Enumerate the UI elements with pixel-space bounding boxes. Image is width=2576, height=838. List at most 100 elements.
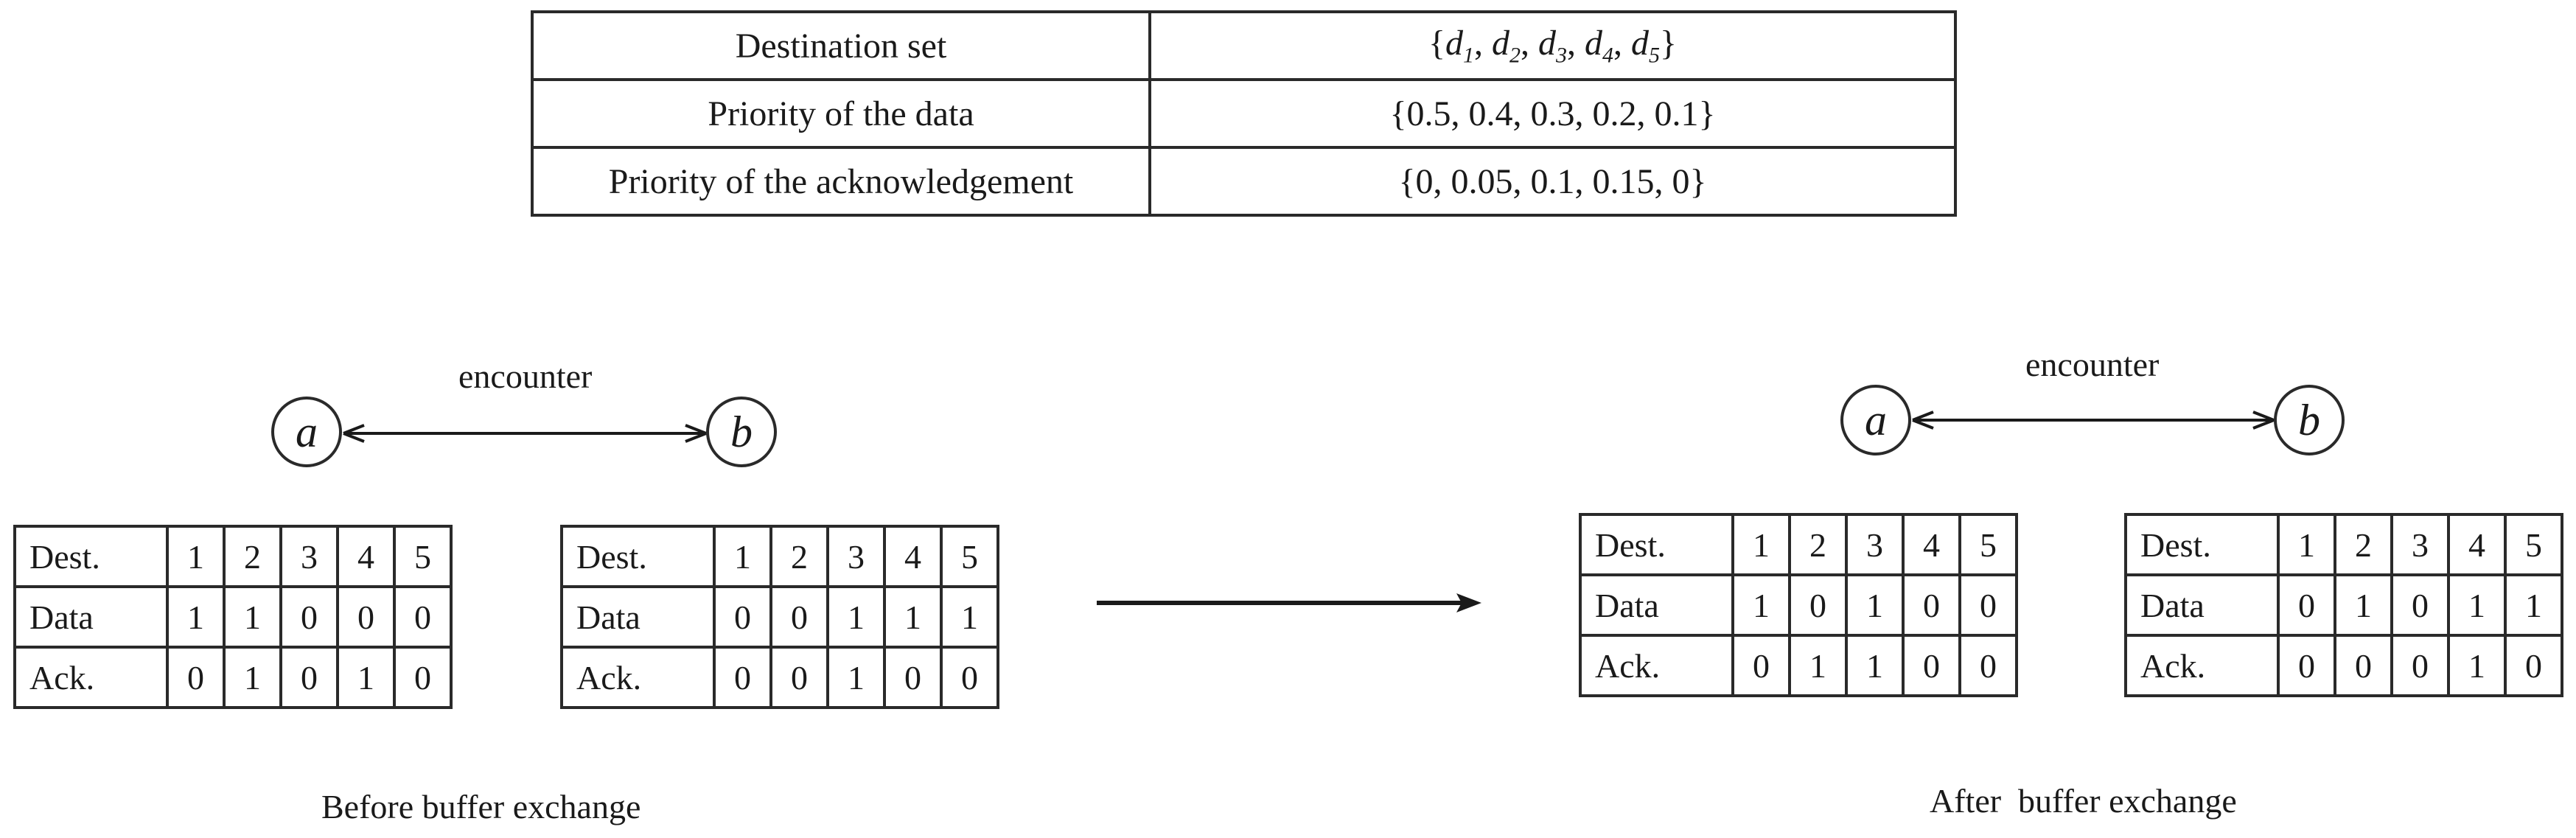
buffer-cell: 1 <box>1845 634 1905 697</box>
table-row: Priority of the data {0.5, 0.4, 0.3, 0.2… <box>531 78 1957 149</box>
buffer-cell: 0 <box>713 585 772 649</box>
destination-item: d1 <box>1445 24 1474 68</box>
buffer-header-row: Dest. 1 2 3 4 5 <box>560 525 999 588</box>
buffer-cell: 0 <box>769 646 829 709</box>
buffer-data-row: Data 1 1 0 0 0 <box>13 585 453 649</box>
buffer-cell: 1 <box>166 525 226 588</box>
buffer-cell: 0 <box>1731 634 1791 697</box>
buffer-data-row: Data 0 0 1 1 1 <box>560 585 999 649</box>
data-priority-label: Priority of the data <box>531 78 1151 149</box>
buffer-cell: Dest. <box>560 525 716 588</box>
buffer-cell: 0 <box>1958 634 2018 697</box>
buffer-cell: 1 <box>2447 573 2507 637</box>
buffer-cell: 5 <box>1958 513 2018 576</box>
buffer-data-row: Data 1 0 1 0 0 <box>1579 573 2018 637</box>
buffer-cell: 1 <box>1788 634 1848 697</box>
buffer-header-row: Dest. 1 2 3 4 5 <box>13 525 453 588</box>
after-caption: After buffer exchange <box>1930 782 2237 820</box>
buffer-cell: 0 <box>1958 573 2018 637</box>
destination-item: d3 <box>1538 24 1567 68</box>
before-caption: Before buffer exchange <box>321 788 641 825</box>
buffer-header-row: Dest. 1 2 3 4 5 <box>2124 513 2563 576</box>
buffer-cell: 1 <box>336 646 396 709</box>
buffer-cell: 1 <box>2277 513 2336 576</box>
table-row: Priority of the acknowledgement {0, 0.05… <box>531 146 1957 217</box>
buffer-cell: 1 <box>1731 513 1791 576</box>
buffer-cell: 0 <box>1902 573 1961 637</box>
table-row: Destination set {d1, d2, d3, d4, d5} <box>531 10 1957 81</box>
buffer-cell: 4 <box>2447 513 2507 576</box>
buffer-ack-row: Ack. 0 1 0 1 0 <box>13 646 453 709</box>
after-buffer-a: Dest. 1 2 3 4 5 Data 1 0 1 0 0 Ack. 0 1 … <box>1579 513 2018 697</box>
data-priority-value: {0.5, 0.4, 0.3, 0.2, 0.1} <box>1148 78 1957 149</box>
after-node-b: b <box>2274 385 2345 455</box>
after-node-a: a <box>1840 385 1911 455</box>
buffer-cell: 0 <box>166 646 226 709</box>
buffer-cell: Ack. <box>13 646 169 709</box>
buffer-cell: Ack. <box>560 646 716 709</box>
buffer-cell: 4 <box>883 525 943 588</box>
buffer-cell: 3 <box>279 525 339 588</box>
buffer-cell: 5 <box>2504 513 2563 576</box>
after-buffer-b: Dest. 1 2 3 4 5 Data 0 1 0 1 1 Ack. 0 0 … <box>2124 513 2563 697</box>
before-encounter-label: encounter <box>458 357 593 395</box>
buffer-cell: 3 <box>826 525 886 588</box>
buffer-cell: 0 <box>2390 573 2450 637</box>
buffer-cell: 1 <box>2504 573 2563 637</box>
buffer-ack-row: Ack. 0 1 1 0 0 <box>1579 634 2018 697</box>
buffer-cell: 0 <box>940 646 999 709</box>
buffer-cell: 3 <box>1845 513 1905 576</box>
destination-item: d5 <box>1631 24 1660 68</box>
buffer-cell: Ack. <box>2124 634 2280 697</box>
buffer-cell: 1 <box>826 585 886 649</box>
destination-set-label: Destination set <box>531 10 1151 81</box>
buffer-cell: 1 <box>1845 573 1905 637</box>
buffer-cell: 0 <box>883 646 943 709</box>
buffer-cell: 0 <box>393 646 453 709</box>
buffer-cell: 0 <box>1902 634 1961 697</box>
buffer-cell: 0 <box>2277 634 2336 697</box>
before-node-a: a <box>271 397 342 467</box>
buffer-data-row: Data 0 1 0 1 1 <box>2124 573 2563 637</box>
buffer-cell: 2 <box>223 525 282 588</box>
buffer-cell: Data <box>1579 573 1734 637</box>
buffer-cell: 1 <box>2334 573 2393 637</box>
before-encounter-arrow <box>343 424 707 443</box>
buffer-cell: 0 <box>279 585 339 649</box>
buffer-header-row: Dest. 1 2 3 4 5 <box>1579 513 2018 576</box>
buffer-cell: 0 <box>1788 573 1848 637</box>
priority-table: Destination set {d1, d2, d3, d4, d5} Pri… <box>531 10 1957 217</box>
buffer-cell: 2 <box>769 525 829 588</box>
buffer-cell: 0 <box>393 585 453 649</box>
buffer-cell: Data <box>2124 573 2280 637</box>
buffer-cell: 1 <box>2447 634 2507 697</box>
buffer-cell: Dest. <box>1579 513 1734 576</box>
before-node-b: b <box>706 397 777 467</box>
buffer-cell: Data <box>560 585 716 649</box>
buffer-cell: 0 <box>2390 634 2450 697</box>
buffer-cell: Data <box>13 585 169 649</box>
buffer-cell: 1 <box>223 585 282 649</box>
buffer-cell: 2 <box>1788 513 1848 576</box>
buffer-cell: 3 <box>2390 513 2450 576</box>
buffer-cell: 4 <box>1902 513 1961 576</box>
destination-item: d2 <box>1492 24 1521 68</box>
buffer-cell: 0 <box>2334 634 2393 697</box>
before-buffer-a: Dest. 1 2 3 4 5 Data 1 1 0 0 0 Ack. 0 1 … <box>13 525 453 709</box>
buffer-cell: 1 <box>940 585 999 649</box>
transition-arrow <box>1097 593 1481 612</box>
destination-set-value: {d1, d2, d3, d4, d5} <box>1148 10 1957 81</box>
buffer-cell: 1 <box>223 646 282 709</box>
buffer-cell: Dest. <box>13 525 169 588</box>
buffer-cell: 2 <box>2334 513 2393 576</box>
buffer-cell: Dest. <box>2124 513 2280 576</box>
buffer-cell: 0 <box>279 646 339 709</box>
buffer-cell: 1 <box>826 646 886 709</box>
buffer-cell: 1 <box>883 585 943 649</box>
buffer-cell: Ack. <box>1579 634 1734 697</box>
buffer-cell: 1 <box>713 525 772 588</box>
buffer-ack-row: Ack. 0 0 0 1 0 <box>2124 634 2563 697</box>
ack-priority-value: {0, 0.05, 0.1, 0.15, 0} <box>1148 146 1957 217</box>
buffer-cell: 0 <box>769 585 829 649</box>
